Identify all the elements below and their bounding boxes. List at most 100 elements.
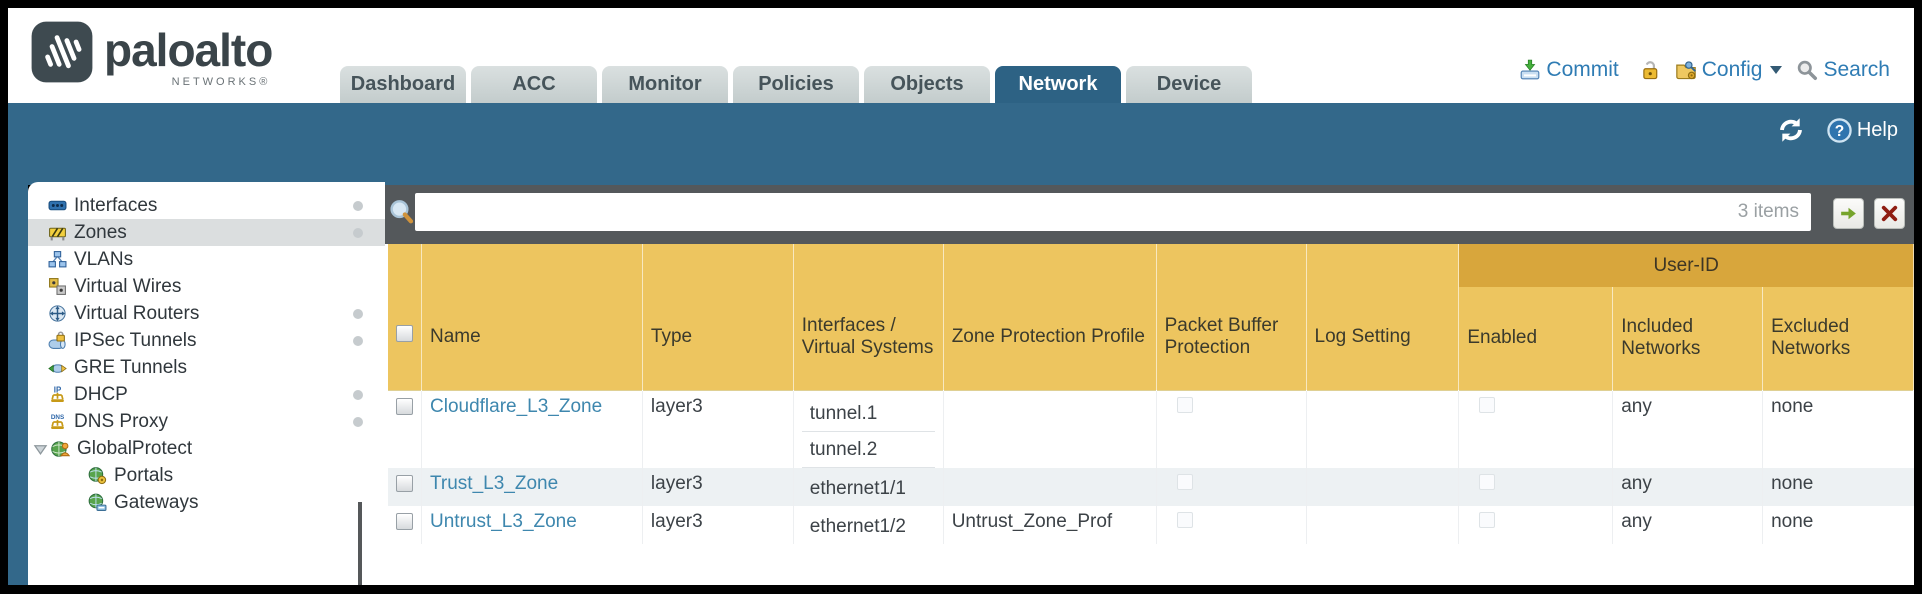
packet-buffer-checkbox[interactable] [1176,396,1193,413]
interface-entry[interactable]: tunnel.1 [801,396,935,432]
column-header[interactable]: Enabled [1458,287,1614,390]
header-utilities: Commit Config Search [1519,58,1896,82]
status-dot [353,308,363,319]
select-all-checkbox[interactable] [396,325,413,343]
globalprotect-icon [51,439,71,458]
teal-banner: ? Help [8,103,1914,185]
close-icon [1881,205,1898,222]
column-header[interactable]: Type [642,244,794,390]
zone-name-cell: Trust_L3_Zone [421,467,643,506]
gateways-icon [88,493,107,512]
config-button[interactable]: Config [1701,58,1763,81]
zone-protection-profile-cell [943,390,1157,468]
dhcp-icon: IP [48,385,67,404]
zone-name-link[interactable]: Untrust_L3_Zone [430,510,577,532]
interface-entry[interactable]: tunnel.2 [801,432,935,468]
user-id-enabled-checkbox[interactable] [1479,396,1496,413]
help-icon[interactable]: ? [1826,117,1853,144]
sidebar-item-label: Portals [114,464,174,486]
user-id-enabled-checkbox[interactable] [1479,511,1496,528]
sidebar-item-vlans[interactable]: VLANs [28,246,385,273]
sidebar-item-portals[interactable]: Portals [28,462,385,489]
sidebar-item-label: IPSec Tunnels [74,329,197,351]
zone-name-cell: Cloudflare_L3_Zone [421,390,643,468]
filter-bar: 3 items [385,185,1914,244]
help-button[interactable]: Help [1856,118,1898,141]
chevron-down-icon[interactable] [1770,66,1783,80]
tab-acc[interactable]: ACC [471,66,597,103]
tab-device[interactable]: Device [1126,66,1252,103]
sidebar-item-globalprotect[interactable]: GlobalProtect [28,435,385,462]
filter-input[interactable] [415,193,1811,231]
row-checkbox[interactable] [396,512,413,530]
interfaces-cell: ethernet1/2 [792,505,944,544]
paloalto-logo-icon [31,21,93,83]
interfaces-cell: ethernet1/1 [792,467,944,506]
config-icon[interactable] [1675,59,1697,81]
zone-name-link[interactable]: Cloudflare_L3_Zone [430,395,603,417]
virtual-wires-icon [48,277,67,296]
column-header[interactable]: Log Setting [1306,244,1460,390]
tab-objects[interactable]: Objects [864,66,990,103]
sidebar-item-virtual-routers[interactable]: Virtual Routers [28,300,385,327]
sidebar-item-dns-proxy[interactable]: DNS DNS Proxy [28,408,385,435]
interface-entry[interactable]: ethernet1/2 [809,515,906,537]
zone-name-link[interactable]: Trust_L3_Zone [430,472,559,494]
search-button[interactable]: Search [1823,58,1890,81]
expander-triangle-icon[interactable] [33,441,48,456]
refresh-icon[interactable] [1776,115,1806,145]
column-header[interactable]: Included Networks [1612,287,1764,390]
sidebar-item-interfaces[interactable]: Interfaces [28,192,385,219]
sidebar-item-ipsec-tunnels[interactable]: IPSec Tunnels [28,327,385,354]
packet-buffer-checkbox[interactable] [1176,473,1193,490]
svg-text:DNS: DNS [51,414,64,421]
packet-buffer-protection-cell [1156,390,1307,468]
excluded-networks-cell: none [1771,510,1814,532]
sidebar-item-label: DNS Proxy [74,410,168,432]
column-header[interactable]: Interfaces / Virtual Systems [793,244,944,390]
tab-monitor[interactable]: Monitor [602,66,728,103]
sidebar-scrollbar[interactable] [358,502,362,585]
packet-buffer-checkbox[interactable] [1176,511,1193,528]
apply-filter-button[interactable] [1833,198,1864,229]
sidebar-item-gre-tunnels[interactable]: GRE Tunnels [28,354,385,381]
column-header[interactable]: Packet Buffer Protection [1156,244,1307,390]
zone-type-cell: layer3 [642,467,794,506]
user-id-enabled-checkbox[interactable] [1479,473,1496,490]
paloalto-logo: paloalto NETWORKS® [30,20,273,88]
sidebar-item-gateways[interactable]: Gateways [28,489,385,516]
select-all-header [388,244,422,390]
commit-button[interactable]: Commit [1546,58,1619,81]
sidebar-item-virtual-wires[interactable]: Virtual Wires [28,273,385,300]
search-icon[interactable] [1796,59,1818,81]
svg-text:?: ? [1835,123,1844,140]
commit-icon[interactable] [1519,59,1541,81]
svg-text:IP: IP [54,385,61,394]
tab-policies[interactable]: Policies [733,66,859,103]
interface-entry[interactable]: ethernet1/1 [809,477,906,499]
column-header[interactable]: Name [421,244,643,390]
zone-type-cell: layer3 [642,390,794,468]
dns-proxy-icon: DNS [48,412,67,431]
tab-network[interactable]: Network [995,66,1121,103]
clear-filter-button[interactable] [1874,198,1905,229]
row-checkbox[interactable] [396,397,413,415]
sidebar-item-zones[interactable]: Zones [28,219,385,246]
tab-dashboard[interactable]: Dashboard [340,66,466,103]
status-dot [353,227,363,238]
column-header[interactable]: Zone Protection Profile [943,244,1157,390]
interfaces-icon [48,196,67,215]
column-header[interactable]: Excluded Networks [1762,287,1914,390]
packet-buffer-protection-cell [1156,467,1307,506]
row-checkbox[interactable] [396,474,413,492]
lock-icon[interactable] [1639,59,1661,81]
log-setting-cell [1306,390,1460,468]
brand-name: paloalto [104,24,273,76]
sidebar-item-label: Virtual Routers [74,302,200,324]
